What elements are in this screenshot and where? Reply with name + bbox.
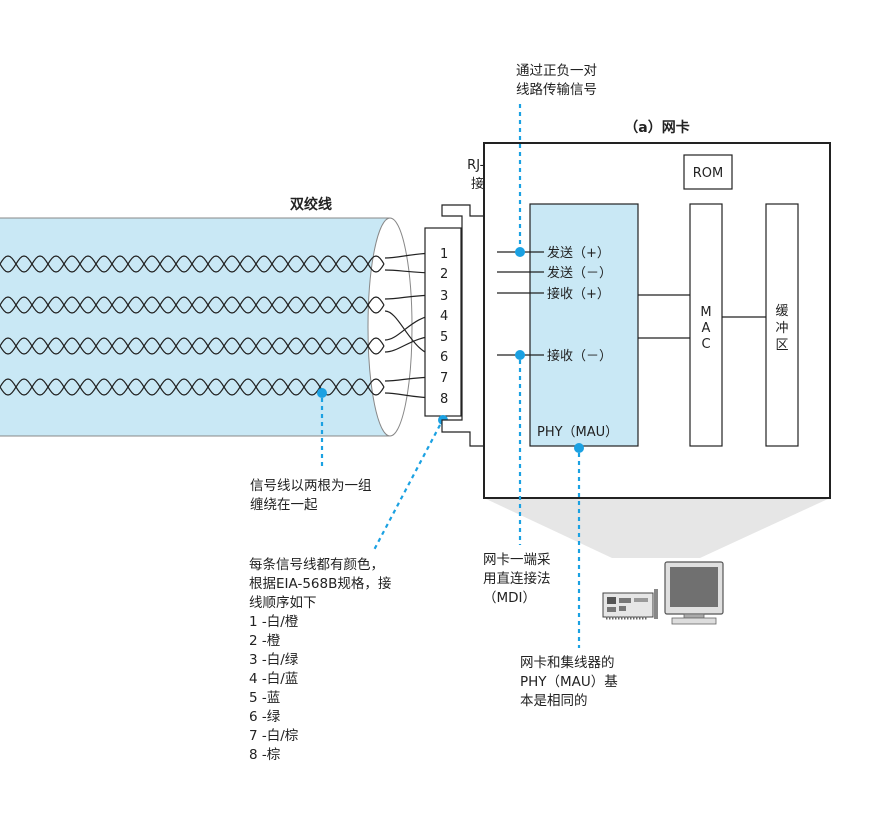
signal-tx-minus: 发送（－） [547, 265, 612, 281]
callout-pair-signal-line1: 通过正负一对 [516, 63, 597, 79]
pin1-signal-dot [515, 247, 525, 257]
pair-callout-dot [317, 388, 327, 398]
callout-mdi-line2: 用直连接法 [483, 571, 551, 587]
buffer-label-1: 缓 [775, 304, 788, 319]
wiring-pin3: 3 -白/绿 [249, 652, 299, 668]
pair-4-wire-2 [0, 378, 385, 396]
wiring-line2: 根据EIA-568B规格，接 [249, 576, 392, 592]
buffer-block [765, 203, 799, 447]
twisted-wire-pairs [0, 255, 385, 396]
rom-chip [683, 154, 733, 190]
wiring-pin5: 5 -蓝 [249, 690, 281, 706]
signal-rx-plus: 接收（+） [547, 286, 610, 302]
leader-wiring [373, 424, 441, 551]
zoom-wedge [484, 498, 830, 558]
mac-label-c: C [701, 337, 710, 352]
wiring-line3: 线顺序如下 [249, 595, 317, 611]
pair-3-wire-2 [0, 337, 385, 355]
signal-rx-minus: 接收（－） [547, 348, 612, 364]
callout-mdi-line1: 网卡一端采 [483, 552, 551, 568]
wire-number-labels: 1 2 3 4 5 6 7 8 [440, 247, 448, 407]
nic-title: （a）网卡 [624, 119, 689, 136]
pair-1-wire-2 [0, 255, 385, 273]
callout-mdi-line3: （MDI） [483, 590, 537, 606]
wiring-pin8: 8 -棕 [249, 747, 281, 763]
nic-board: （a）网卡 ROM PHY（MAU） M A C 缓 冲 区 发送（+） 发送（… [483, 119, 831, 499]
callout-pair-signal: 通过正负一对 线路传输信号 [516, 62, 597, 100]
twisted-pair-cable [0, 217, 439, 437]
wire-number-8: 8 [440, 392, 448, 407]
callout-wiring-order: 每条信号线都有颜色， 根据EIA-568B规格，接 线顺序如下 1 -白/橙 2… [249, 556, 391, 765]
wire-number-4: 4 [440, 309, 448, 324]
rom-label: ROM [693, 166, 723, 181]
mac-label-a: A [702, 321, 711, 336]
callout-phy-same: 网卡和集线器的 PHY（MAU）基 本是相同的 [520, 654, 618, 711]
pair-2-wire-2 [0, 296, 385, 314]
wiring-line1: 每条信号线都有颜色， [249, 557, 384, 573]
callout-twist-pairs: 信号线以两根为一组 缠绕在一起 [250, 477, 372, 515]
nic-card-icon [602, 592, 654, 618]
wiring-pin1: 1 -白/橙 [249, 614, 299, 630]
buffer-label-3: 区 [775, 338, 788, 353]
wire-number-1: 1 [440, 247, 448, 262]
wire-number-6: 6 [440, 350, 448, 365]
callout-mdi: 网卡一端采 用直连接法 （MDI） [483, 551, 551, 608]
mac-block [689, 203, 723, 447]
phy-callout-dot [574, 443, 584, 453]
wire-number-2: 2 [440, 267, 448, 282]
callout-twist-line1: 信号线以两根为一组 [250, 478, 372, 494]
wire-number-3: 3 [440, 289, 448, 304]
phy-block [529, 203, 639, 447]
wiring-pin4: 4 -白/蓝 [249, 671, 299, 687]
wiring-pin6: 6 -绿 [249, 709, 281, 725]
buffer-label-2: 冲 [775, 321, 788, 336]
wire-number-5: 5 [440, 330, 448, 345]
callout-twist-line2: 缠绕在一起 [250, 497, 318, 513]
callout-phy-line1: 网卡和集线器的 [520, 655, 615, 671]
callout-leaders [320, 104, 581, 648]
mac-label-m: M [700, 305, 711, 320]
wiring-pin2: 2 -橙 [249, 633, 281, 649]
wire-number-7: 7 [440, 371, 448, 386]
phy-label: PHY（MAU） [537, 425, 618, 440]
cable-title: 双绞线 [290, 196, 332, 213]
wiring-pin7: 7 -白/棕 [249, 728, 299, 744]
callout-pair-signal-line2: 线路传输信号 [516, 82, 597, 98]
callout-phy-line2: PHY（MAU）基 [520, 674, 618, 690]
cable-connector: 1 2 3 4 5 6 7 8 [424, 227, 462, 425]
callout-phy-line3: 本是相同的 [520, 693, 588, 709]
pc-illustration [602, 561, 724, 625]
signal-tx-plus: 发送（+） [547, 245, 610, 261]
pin6-signal-dot [515, 350, 525, 360]
